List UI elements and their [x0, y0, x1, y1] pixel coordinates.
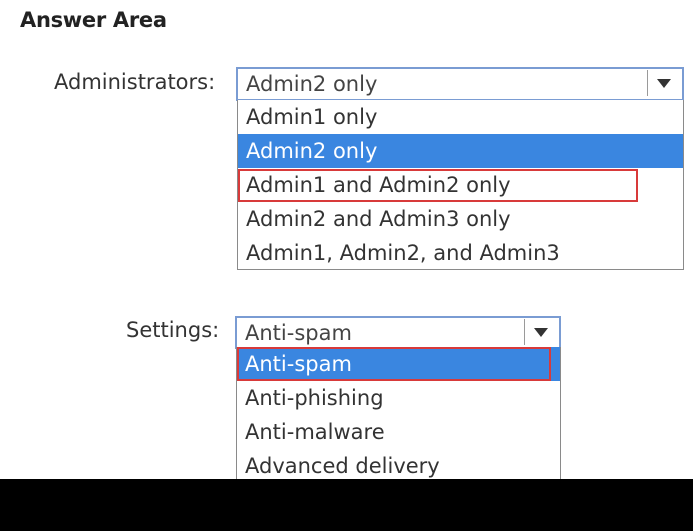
settings-option-anti-malware[interactable]: Anti-malware	[245, 420, 385, 444]
administrators-option-admin1-admin2-only[interactable]: Admin1 and Admin2 only	[238, 168, 683, 202]
administrators-option-admin1-only[interactable]: Admin1 only	[246, 105, 378, 129]
settings-option-advanced-delivery[interactable]: Advanced delivery	[245, 454, 440, 478]
answer-area-panel: Answer Area Administrators: Admin2 only …	[0, 0, 693, 479]
administrators-option-admin1-admin2-admin3[interactable]: Admin1, Admin2, and Admin3	[246, 241, 560, 265]
settings-options-list: Anti-spam Anti-phishing Anti-malware Adv…	[236, 347, 561, 479]
settings-option-anti-phishing[interactable]: Anti-phishing	[245, 386, 384, 410]
settings-option-anti-spam[interactable]: Anti-spam	[237, 347, 560, 381]
administrators-dropdown-button[interactable]	[647, 70, 680, 96]
settings-dropdown-button[interactable]	[524, 319, 557, 345]
administrators-label: Administrators:	[54, 70, 216, 94]
administrators-option-admin2-admin3-only[interactable]: Admin2 and Admin3 only	[246, 207, 511, 231]
answer-highlight-box	[238, 169, 638, 202]
administrators-select[interactable]: Admin2 only	[236, 67, 684, 101]
administrators-selected-value: Admin2 only	[246, 72, 378, 96]
administrators-options-list: Admin1 only Admin2 only Admin1 and Admin…	[237, 100, 684, 270]
settings-selected-value: Anti-spam	[245, 321, 352, 345]
chevron-down-icon	[534, 328, 548, 337]
answer-highlight-box	[237, 347, 551, 381]
chevron-down-icon	[657, 79, 671, 88]
settings-select[interactable]: Anti-spam	[235, 316, 561, 349]
answer-area-title: Answer Area	[20, 8, 167, 32]
administrators-option-admin2-only[interactable]: Admin2 only	[238, 134, 683, 168]
settings-label: Settings:	[126, 318, 220, 342]
